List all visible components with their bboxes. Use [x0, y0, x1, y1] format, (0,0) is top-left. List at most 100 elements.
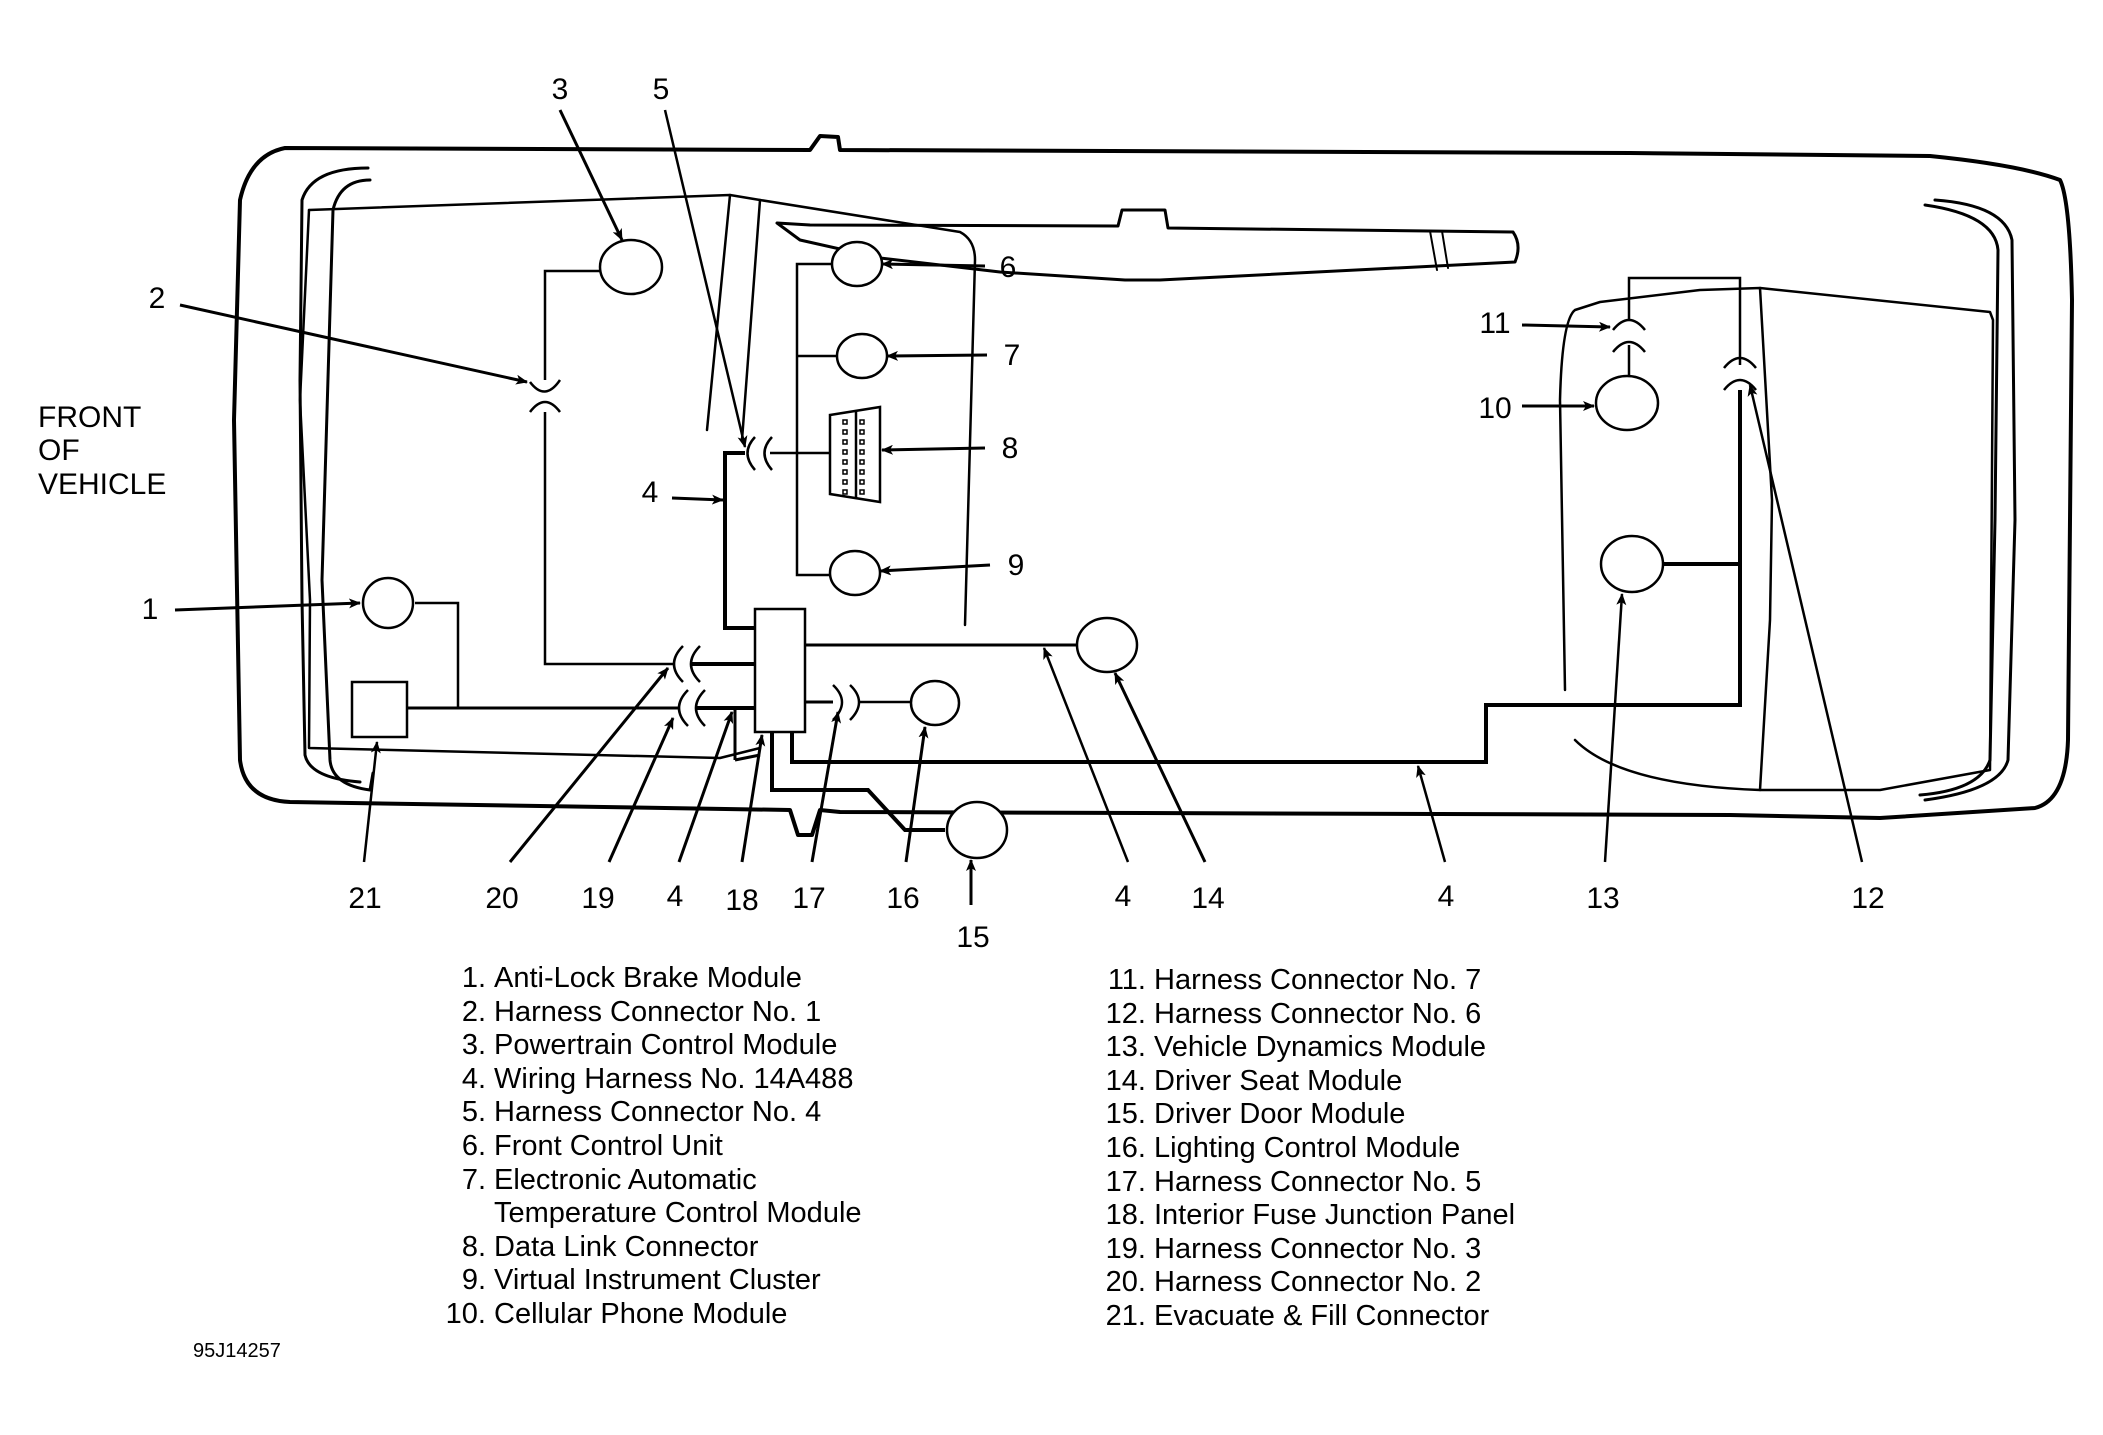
fuse-link [734, 753, 761, 762]
legend-item-label: Harness Connector No. 4 [494, 1096, 822, 1129]
module-6-front-control-unit[interactable] [830, 240, 884, 288]
wiring-harness [408, 262, 1742, 832]
front-of-vehicle-label: FRONT OF VEHICLE [38, 401, 166, 501]
legend-item: 17.Harness Connector No. 5 [1090, 1166, 1515, 1200]
legend-item-label: Virtual Instrument Cluster [494, 1264, 821, 1297]
dlc-pin [842, 429, 848, 435]
callout-4a: 4 [642, 476, 659, 509]
callout-2: 2 [149, 282, 166, 315]
arrow-16 [904, 726, 929, 863]
legend-item-label: Driver Door Module [1154, 1098, 1406, 1131]
legend-item-number: 1. [461, 962, 486, 994]
dlc-pin [859, 439, 865, 445]
arrow-17 [810, 711, 842, 863]
dlc-pin [842, 449, 848, 455]
dlc-pin [859, 419, 865, 425]
module-21-evacuate-fill-connector[interactable] [350, 680, 409, 739]
arrow-4b [677, 711, 734, 863]
arrow-7 [886, 350, 988, 361]
module-10-cellular-phone[interactable] [1594, 374, 1660, 432]
dlc-pin [842, 439, 848, 445]
legend-item-label: Data Link Connector [494, 1230, 759, 1263]
modules [350, 238, 1665, 860]
legend-item-label: Front Control Unit [494, 1129, 723, 1162]
dlc-pins [842, 419, 865, 495]
leader-arrows [174, 109, 1864, 905]
legend-item-number: 16. [1105, 1131, 1146, 1164]
legend-item-number: 15. [1105, 1098, 1146, 1131]
legend-item: 1.Anti-Lock Brake Module [440, 962, 862, 996]
svg-text:FRONT: FRONT [38, 401, 141, 434]
legend-item-number: 5. [461, 1096, 486, 1129]
arrow-4d [1416, 765, 1447, 863]
legend-item-label: Harness Connector No. 7 [1154, 964, 1482, 996]
callout-19: 19 [581, 882, 614, 915]
legend-item-number: 7. [461, 1163, 486, 1196]
dlc-pin [859, 469, 865, 475]
legend-item-label: Cellular Phone Module [494, 1297, 788, 1330]
legend-item-label: Lighting Control Module [1154, 1131, 1461, 1164]
a-pillar-right [740, 198, 762, 442]
module-16-lighting-control[interactable] [909, 679, 961, 727]
legend-item-label: Powertrain Control Module [494, 1029, 838, 1062]
legend-item-label: Wiring Harness No. 14A488 [494, 1062, 854, 1095]
legend-item: 8.Data Link Connector [440, 1231, 862, 1265]
pcm-wire-lower [543, 412, 673, 666]
rear-deck-outline [1558, 286, 1995, 792]
legend-item-number: 18. [1105, 1199, 1146, 1232]
legend-item-number: 12. [1105, 997, 1146, 1030]
module-14-driver-seat[interactable] [1075, 616, 1139, 674]
arrow-20 [508, 667, 670, 863]
callout-7: 7 [1004, 339, 1021, 372]
callout-11: 11 [1479, 307, 1510, 340]
arrow-4c [1042, 647, 1130, 863]
legend-item-number: 9. [461, 1264, 486, 1297]
abs-wire [415, 601, 460, 708]
arrow-21 [362, 741, 381, 863]
legend-item: 15.Driver Door Module [1090, 1098, 1515, 1132]
arrow-3 [558, 109, 624, 241]
legend-item: 12.Harness Connector No. 6 [1090, 998, 1515, 1032]
module-18-interior-fuse-panel[interactable] [753, 607, 807, 734]
dlc-pin [842, 489, 848, 495]
wiper-tab-line-1 [1429, 230, 1438, 271]
module-13-vehicle-dynamics[interactable] [1599, 534, 1665, 594]
callout-16: 16 [886, 882, 919, 915]
legend-item: Temperature Control Module [440, 1197, 862, 1231]
callout-14: 14 [1191, 882, 1224, 915]
callout-labels: 3 5 2 6 7 8 9 4 1 11 10 21 20 19 4 18 17… [142, 73, 1885, 954]
instrument-bus [795, 262, 832, 577]
arrow-12 [1747, 384, 1864, 863]
pcm-wire [543, 269, 600, 380]
module-1-abs[interactable] [361, 576, 415, 630]
module-3-pcm[interactable] [598, 238, 664, 296]
legend-item-label: Harness Connector No. 2 [1154, 1266, 1482, 1299]
harness-rear-top [1627, 276, 1742, 365]
dlc-pin [859, 449, 865, 455]
rear-bumper-inner [1923, 198, 2017, 802]
rear-bumper-outer [1918, 203, 2000, 797]
svg-text:OF: OF [38, 434, 80, 467]
legend-item-label: Interior Fuse Junction Panel [1154, 1199, 1516, 1232]
module-9-virtual-instrument-cluster[interactable] [828, 549, 882, 597]
callout-21: 21 [348, 882, 381, 915]
module-15-driver-door[interactable] [945, 800, 1009, 860]
module-7-eatc[interactable] [835, 332, 889, 380]
connectors [529, 318, 1757, 727]
arrow-19 [607, 717, 675, 863]
callout-15: 15 [956, 921, 989, 954]
arrow-9 [879, 563, 991, 576]
dlc-pin [842, 479, 848, 485]
dlc-pin [859, 429, 865, 435]
legend-item: 11.Harness Connector No. 7 [1090, 964, 1515, 998]
arrow-14 [1113, 672, 1207, 863]
dlc-pin [842, 469, 848, 475]
callout-5: 5 [653, 73, 670, 106]
legend-item: 9.Virtual Instrument Cluster [440, 1264, 862, 1298]
callout-3: 3 [552, 73, 569, 106]
dlc-pin [842, 419, 848, 425]
legend-item-number: 20. [1105, 1266, 1146, 1299]
legend-item: 16.Lighting Control Module [1090, 1132, 1515, 1166]
legend-item-label: Harness Connector No. 1 [494, 995, 822, 1028]
